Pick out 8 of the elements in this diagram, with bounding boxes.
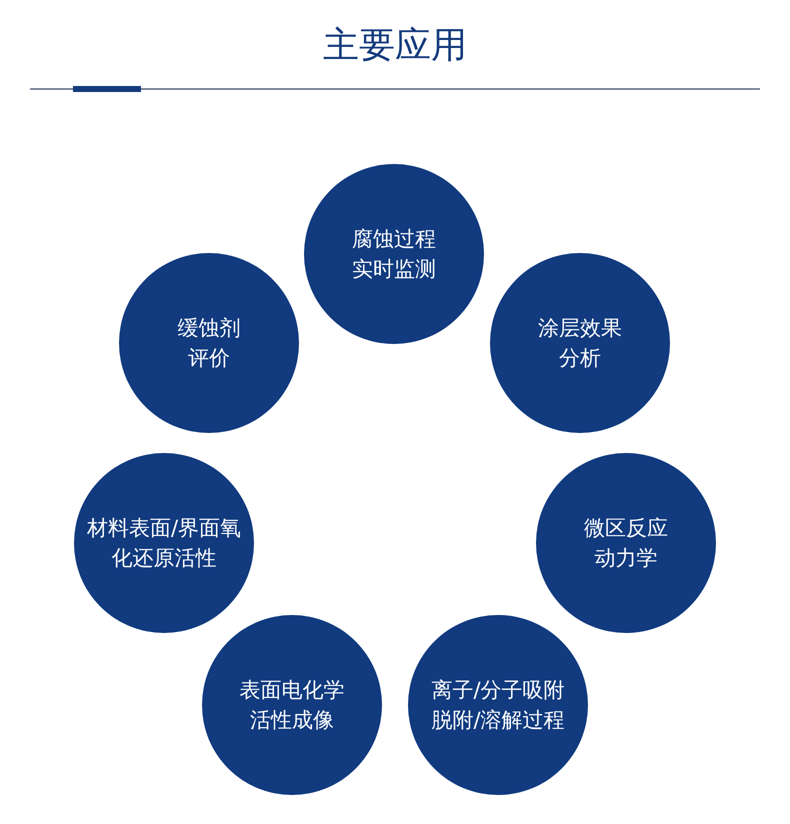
- application-label: 腐蚀过程实时监测: [351, 226, 437, 283]
- application-label: 微区反应动力学: [583, 515, 669, 572]
- application-label: 离子/分子吸附脱附/溶解过程: [430, 677, 566, 734]
- application-label: 涂层效果分析: [537, 315, 623, 372]
- application-label: 表面电化学活性成像: [238, 677, 346, 734]
- application-label: 缓蚀剂评价: [176, 315, 242, 372]
- application-label: 材料表面/界面氧化还原活性: [86, 515, 242, 572]
- page-title: 主要应用: [323, 24, 467, 68]
